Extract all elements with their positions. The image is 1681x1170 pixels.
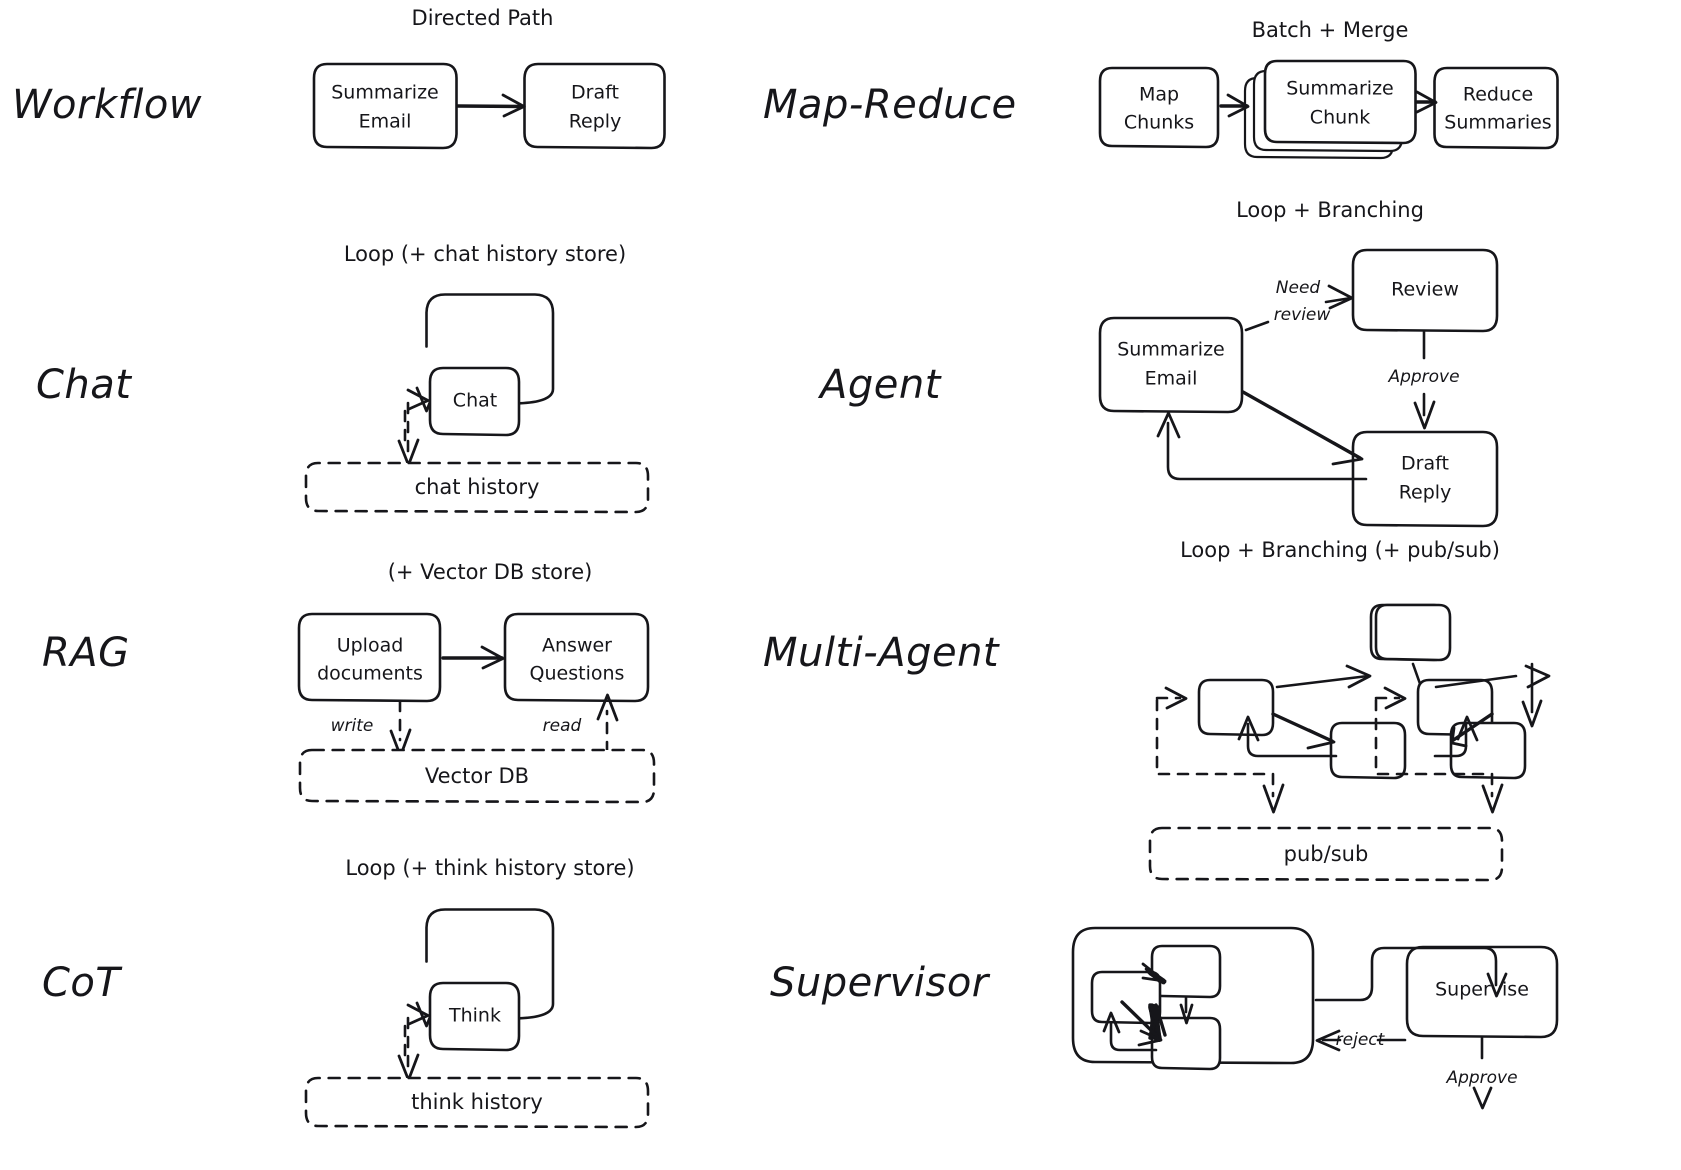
node-label: Review [1391,279,1459,301]
store-label: think history [411,1090,543,1114]
node-label: Chunk [1310,107,1370,129]
node-label: Email [1145,368,1198,390]
row-label-workflow: Workflow [12,82,203,128]
node-label: Summaries [1444,112,1551,134]
node-label: Upload [337,635,404,657]
edge-label-read: read [543,716,582,736]
node-label: Answer [542,635,612,657]
node-label: Supervise [1435,979,1529,1001]
node-label: Chat [453,390,497,412]
edge-label-need-review: Need [1276,278,1321,298]
diagram-cot: Think think history [304,908,650,1129]
diagram-rag: Upload documents Answer Questions write … [297,612,656,804]
row-label-rag: RAG [42,630,130,676]
row-label-agent: Agent [820,362,941,408]
caption-vector-db-store: (+ Vector DB store) [387,560,593,584]
caption-directed-path: Directed Path [411,6,554,30]
row-label-map-reduce: Map-Reduce [763,82,1017,128]
store-label: chat history [415,475,540,499]
node-label: Reply [1399,482,1452,504]
diagram-multi-agent: pub/sub [1148,603,1551,882]
diagram-chat: Chat chat history [304,293,650,514]
node-label: Reduce [1463,84,1533,106]
diagram-workflow: Summarize Email Draft Reply [312,62,666,150]
node-label: Draft [1401,453,1449,475]
edge-label-approve: Approve [1387,367,1459,387]
node-label: Summarize [1117,339,1225,361]
row-label-chat: Chat [36,362,132,408]
edge-label-reject: reject [1336,1030,1386,1050]
edge-label-approve: Approve [1445,1068,1517,1088]
agent-cluster-b [1374,603,1551,814]
caption-loop-branching-pubsub: Loop + Branching (+ pub/sub) [1180,538,1500,562]
caption-loop-think: Loop (+ think history store) [345,856,635,880]
edge-label-need-review: review [1274,305,1331,325]
caption-loop-chat: Loop (+ chat history store) [343,242,627,266]
node-label: Summarize [331,82,439,104]
node-label: Draft [571,82,619,104]
diagram-supervisor: Supervise reject Approve [1071,926,1559,1110]
store-label: Vector DB [425,764,529,788]
caption-batch-merge: Batch + Merge [1251,18,1409,42]
node-label: Map [1139,84,1179,106]
node-label: Questions [530,663,625,685]
row-label-cot: CoT [42,960,121,1006]
edge-label-write: write [331,716,374,736]
node-label: Reply [569,111,622,133]
node-label: Think [448,1005,501,1027]
node-label: Email [359,111,412,133]
node-label: Summarize [1286,78,1394,100]
store-label: pub/sub [1284,842,1369,866]
caption-loop-branching: Loop + Branching [1236,198,1424,222]
row-label-supervisor: Supervisor [770,960,989,1006]
diagram-agent: Review Summarize Email Draft Reply Need … [1098,248,1499,528]
diagram-map-reduce: Map Chunks Summarize Chunk Reduce Summar… [1098,59,1559,160]
row-label-multi-agent: Multi-Agent [763,630,1000,676]
node-label: documents [317,663,423,685]
node-label: Chunks [1124,112,1194,134]
